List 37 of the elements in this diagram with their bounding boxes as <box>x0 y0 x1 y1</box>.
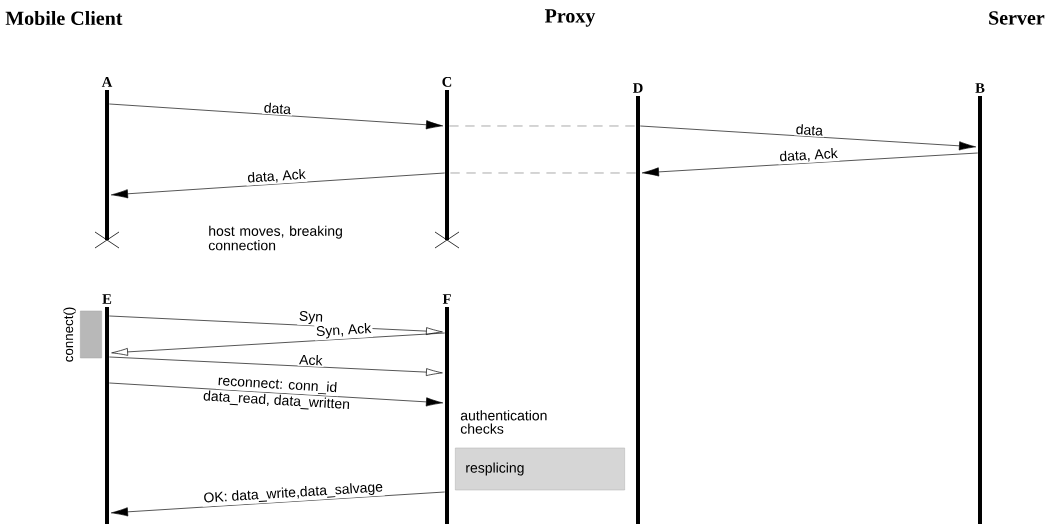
node-label: F <box>442 294 451 304</box>
edge-label: data <box>794 122 825 138</box>
edge-label: OK: data_write,data_salvage <box>201 479 385 507</box>
note-text: host moves, breaking connection <box>208 225 342 251</box>
lifeline: E <box>102 294 112 524</box>
edge-label: data, Ack <box>777 146 840 165</box>
lifeline: A <box>101 77 113 240</box>
lifeline: F <box>442 294 451 524</box>
node-label: C <box>442 76 452 87</box>
process-box: resplicing <box>455 447 625 491</box>
column-heading: Proxy <box>544 9 596 27</box>
node-label: E <box>102 294 112 304</box>
note-text: authentication checks <box>460 410 547 434</box>
node-label: connect() <box>63 307 76 362</box>
edge-label: Syn <box>297 309 325 326</box>
connector-line <box>448 172 637 174</box>
node-label: A <box>101 77 113 87</box>
message-arrow <box>108 382 444 407</box>
message-arrow <box>111 332 446 356</box>
lifeline: D <box>632 83 643 524</box>
lifeline: C <box>442 76 452 240</box>
edge-label: data, Ack <box>245 167 308 186</box>
column-heading: Mobile Client <box>5 10 123 26</box>
connector-line <box>448 125 637 127</box>
edge-label: Ack <box>297 352 325 367</box>
node-label: B <box>975 83 985 93</box>
activation-box: connect() <box>63 307 102 362</box>
edge-label: data <box>262 100 293 116</box>
message-arrow <box>108 103 444 130</box>
message-arrow <box>639 125 977 151</box>
node-label: D <box>632 83 643 93</box>
message-arrow <box>110 491 446 517</box>
lifeline: B <box>975 83 985 524</box>
column-heading: Server <box>989 11 1045 25</box>
message-arrow <box>110 172 446 199</box>
message-arrow <box>108 356 443 376</box>
message-arrow <box>641 152 979 177</box>
